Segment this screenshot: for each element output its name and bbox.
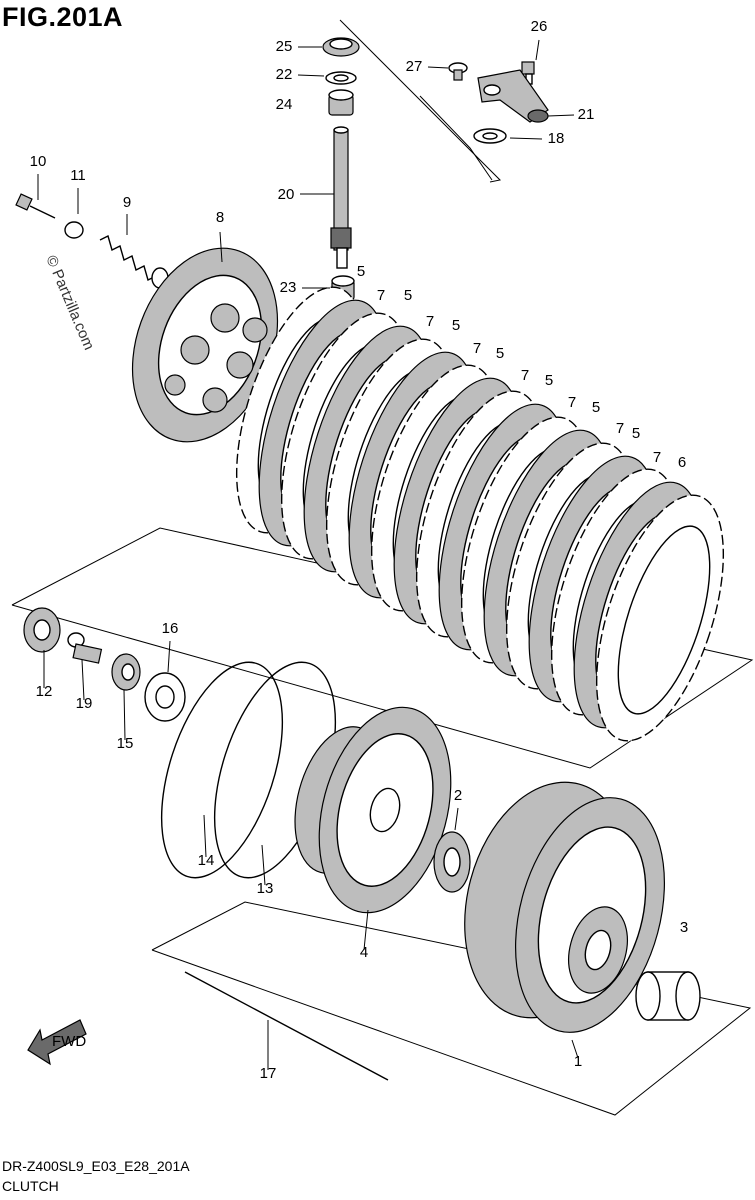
figure-title: FIG.201A: [2, 2, 124, 32]
callout-7: 7: [473, 340, 481, 357]
leader-line: [297, 74, 325, 77]
callout-5: 5: [404, 287, 412, 304]
callout-7: 7: [377, 287, 385, 304]
callout-22: 22: [276, 66, 293, 83]
figure-name: CLUTCH: [2, 1178, 59, 1194]
callout-6: 6: [678, 454, 686, 471]
callout-12: 12: [36, 683, 53, 700]
push-rod-17: [184, 971, 389, 1081]
bearing-12: [23, 607, 61, 653]
leader-line: [219, 231, 223, 263]
callout-13: 13: [257, 880, 274, 897]
callout-7: 7: [521, 367, 529, 384]
callout-14: 14: [198, 852, 215, 869]
leader-line: [363, 909, 369, 951]
callout-labels: 1234567891011121314151617181920212223242…: [30, 18, 689, 1082]
callout-16: 16: [162, 620, 179, 637]
callout-5: 5: [592, 399, 600, 416]
leader-line: [454, 807, 459, 831]
washer-22: [325, 71, 357, 85]
callout-21: 21: [578, 106, 595, 123]
callout-1: 1: [574, 1053, 582, 1070]
callout-leaders: [37, 39, 579, 1070]
seal-15: [111, 653, 141, 691]
nut-21: [527, 109, 549, 123]
callout-26: 26: [531, 18, 548, 35]
callout-8: 8: [216, 209, 224, 226]
callout-11: 11: [70, 167, 86, 184]
leader-line: [535, 39, 540, 61]
leader-line: [427, 66, 449, 69]
callout-24: 24: [276, 96, 293, 113]
callout-19: 19: [76, 695, 93, 712]
spring-9: [99, 234, 169, 292]
clutch-housing-1: [464, 781, 666, 1033]
leader-line: [123, 689, 126, 741]
callout-7: 7: [426, 313, 434, 330]
fwd-arrow-icon: [27, 1019, 87, 1066]
release-arm: [477, 69, 549, 123]
callout-2: 2: [454, 787, 462, 804]
pressure-plate-8: [131, 247, 279, 443]
washer-11: [64, 221, 84, 239]
spacer-19: [67, 632, 103, 664]
o-ring-14: [160, 661, 284, 879]
callout-5: 5: [452, 317, 460, 334]
callout-18: 18: [548, 130, 565, 147]
callout-25: 25: [276, 38, 293, 55]
callout-5: 5: [496, 345, 504, 362]
callout-7: 7: [616, 420, 624, 437]
callout-9: 9: [123, 194, 131, 211]
bearing-24: [328, 89, 354, 116]
washer-16: [144, 672, 186, 722]
figure-code: DR-Z400SL9_E03_E28_201A: [2, 1158, 190, 1174]
callout-5: 5: [357, 263, 365, 280]
leader-line: [509, 137, 543, 140]
callout-17: 17: [260, 1065, 277, 1082]
leader-line: [203, 814, 207, 858]
leader-line: [81, 659, 85, 701]
callout-27: 27: [406, 58, 423, 75]
callout-5: 5: [545, 372, 553, 389]
watermark: © Partzilla.com: [42, 253, 97, 353]
callout-10: 10: [30, 153, 47, 170]
clutch-plate-bore: [617, 525, 711, 715]
leader-line: [167, 640, 171, 673]
callout-7: 7: [568, 394, 576, 411]
spacer-3: [635, 971, 701, 1021]
leader-line: [547, 114, 575, 117]
push-rod-20: [330, 126, 352, 269]
bearing-25: [322, 37, 360, 57]
leader-line: [261, 844, 266, 886]
washer-2: [433, 831, 471, 893]
clutch-hub-4: [294, 706, 452, 914]
callout-15: 15: [117, 735, 134, 752]
callout-7: 7: [653, 449, 661, 466]
screw-27: [448, 62, 468, 81]
bolt-10: [15, 193, 56, 219]
washer-18: [473, 128, 507, 144]
callout-20: 20: [278, 186, 295, 203]
fwd-label: FWD: [52, 1033, 86, 1050]
leader-line: [571, 1039, 579, 1059]
callout-23: 23: [280, 279, 297, 296]
clutch-plate-stack: [235, 286, 725, 742]
callout-5: 5: [632, 425, 640, 442]
callout-4: 4: [360, 944, 368, 961]
callout-3: 3: [680, 919, 688, 936]
